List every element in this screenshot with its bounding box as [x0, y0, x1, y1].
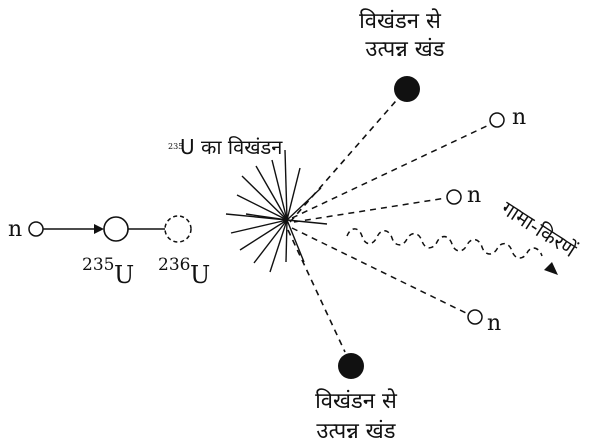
fragment-top-label-line2: उत्पन्न खंड: [365, 37, 444, 62]
u235-nucleus: [103, 216, 129, 242]
u235-symbol: U: [114, 261, 134, 289]
neutron-1-path: [291, 123, 492, 219]
neutron-2: [446, 189, 462, 205]
neutron-1-label: n: [512, 105, 526, 130]
fragment-bottom-label-line1: विखंडन से: [315, 388, 398, 414]
neutron-3-label: n: [487, 311, 501, 336]
neutron-3-path: [291, 227, 469, 315]
incoming-neutron-label: n: [8, 217, 22, 242]
fission-caption-mass: 235: [168, 142, 183, 151]
neutron-2-label: n: [467, 183, 481, 208]
neutron-2-path: [293, 197, 447, 223]
neutron-1: [489, 112, 505, 128]
incoming-neutron: [28, 221, 44, 237]
neutron-3: [467, 309, 483, 325]
fragment-bottom: [338, 353, 364, 379]
incoming-neutron-arrowhead: [94, 224, 104, 234]
fragment-top-label-line1: विखंडन से: [359, 8, 442, 34]
fragment-top-path: [289, 93, 403, 223]
u235-mass-number: 235: [82, 255, 114, 275]
u236-mass-number: 236: [158, 255, 190, 275]
fragment-bottom-label-line2: उत्पन्न खंड: [316, 419, 395, 444]
gamma-rays-label: गामा-किरणें: [497, 196, 581, 262]
gamma-ray-wave: [346, 228, 543, 259]
fission-caption: U का विखंडन: [180, 135, 283, 159]
fragment-top: [394, 76, 420, 102]
u236-symbol: U: [190, 261, 210, 289]
fission-burst: [225, 149, 328, 273]
gamma-ray-arrowhead: [544, 262, 558, 275]
fragment-bottom-path: [287, 229, 346, 353]
u236-compound-nucleus: [164, 215, 192, 243]
